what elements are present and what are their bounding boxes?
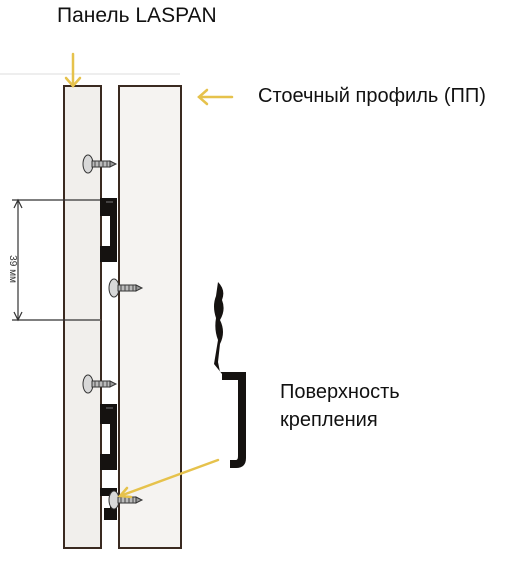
stud-profile xyxy=(118,85,182,549)
arrow-surface xyxy=(117,458,220,499)
label-surface-line1: Поверхность xyxy=(280,381,400,403)
label-surface-line2: крепления xyxy=(280,409,378,431)
label-surface: Поверхность крепления xyxy=(280,378,400,434)
laspan-panel xyxy=(63,85,102,549)
mounting-clip xyxy=(100,404,117,470)
mounting-clip xyxy=(100,198,117,262)
label-profile: Стоечный профиль (ПП) xyxy=(258,85,486,107)
screw-icon xyxy=(82,154,118,174)
arrow-profile xyxy=(197,88,234,106)
arrow-panel xyxy=(64,52,82,88)
label-dimension: 39 мм xyxy=(7,255,18,283)
clip-profile-detail xyxy=(214,282,246,468)
screw-icon xyxy=(82,374,118,394)
dimension-39mm xyxy=(12,198,100,322)
screw-icon xyxy=(108,278,144,298)
label-panel: Панель LASPAN xyxy=(57,4,217,27)
screw-icon xyxy=(108,490,144,510)
